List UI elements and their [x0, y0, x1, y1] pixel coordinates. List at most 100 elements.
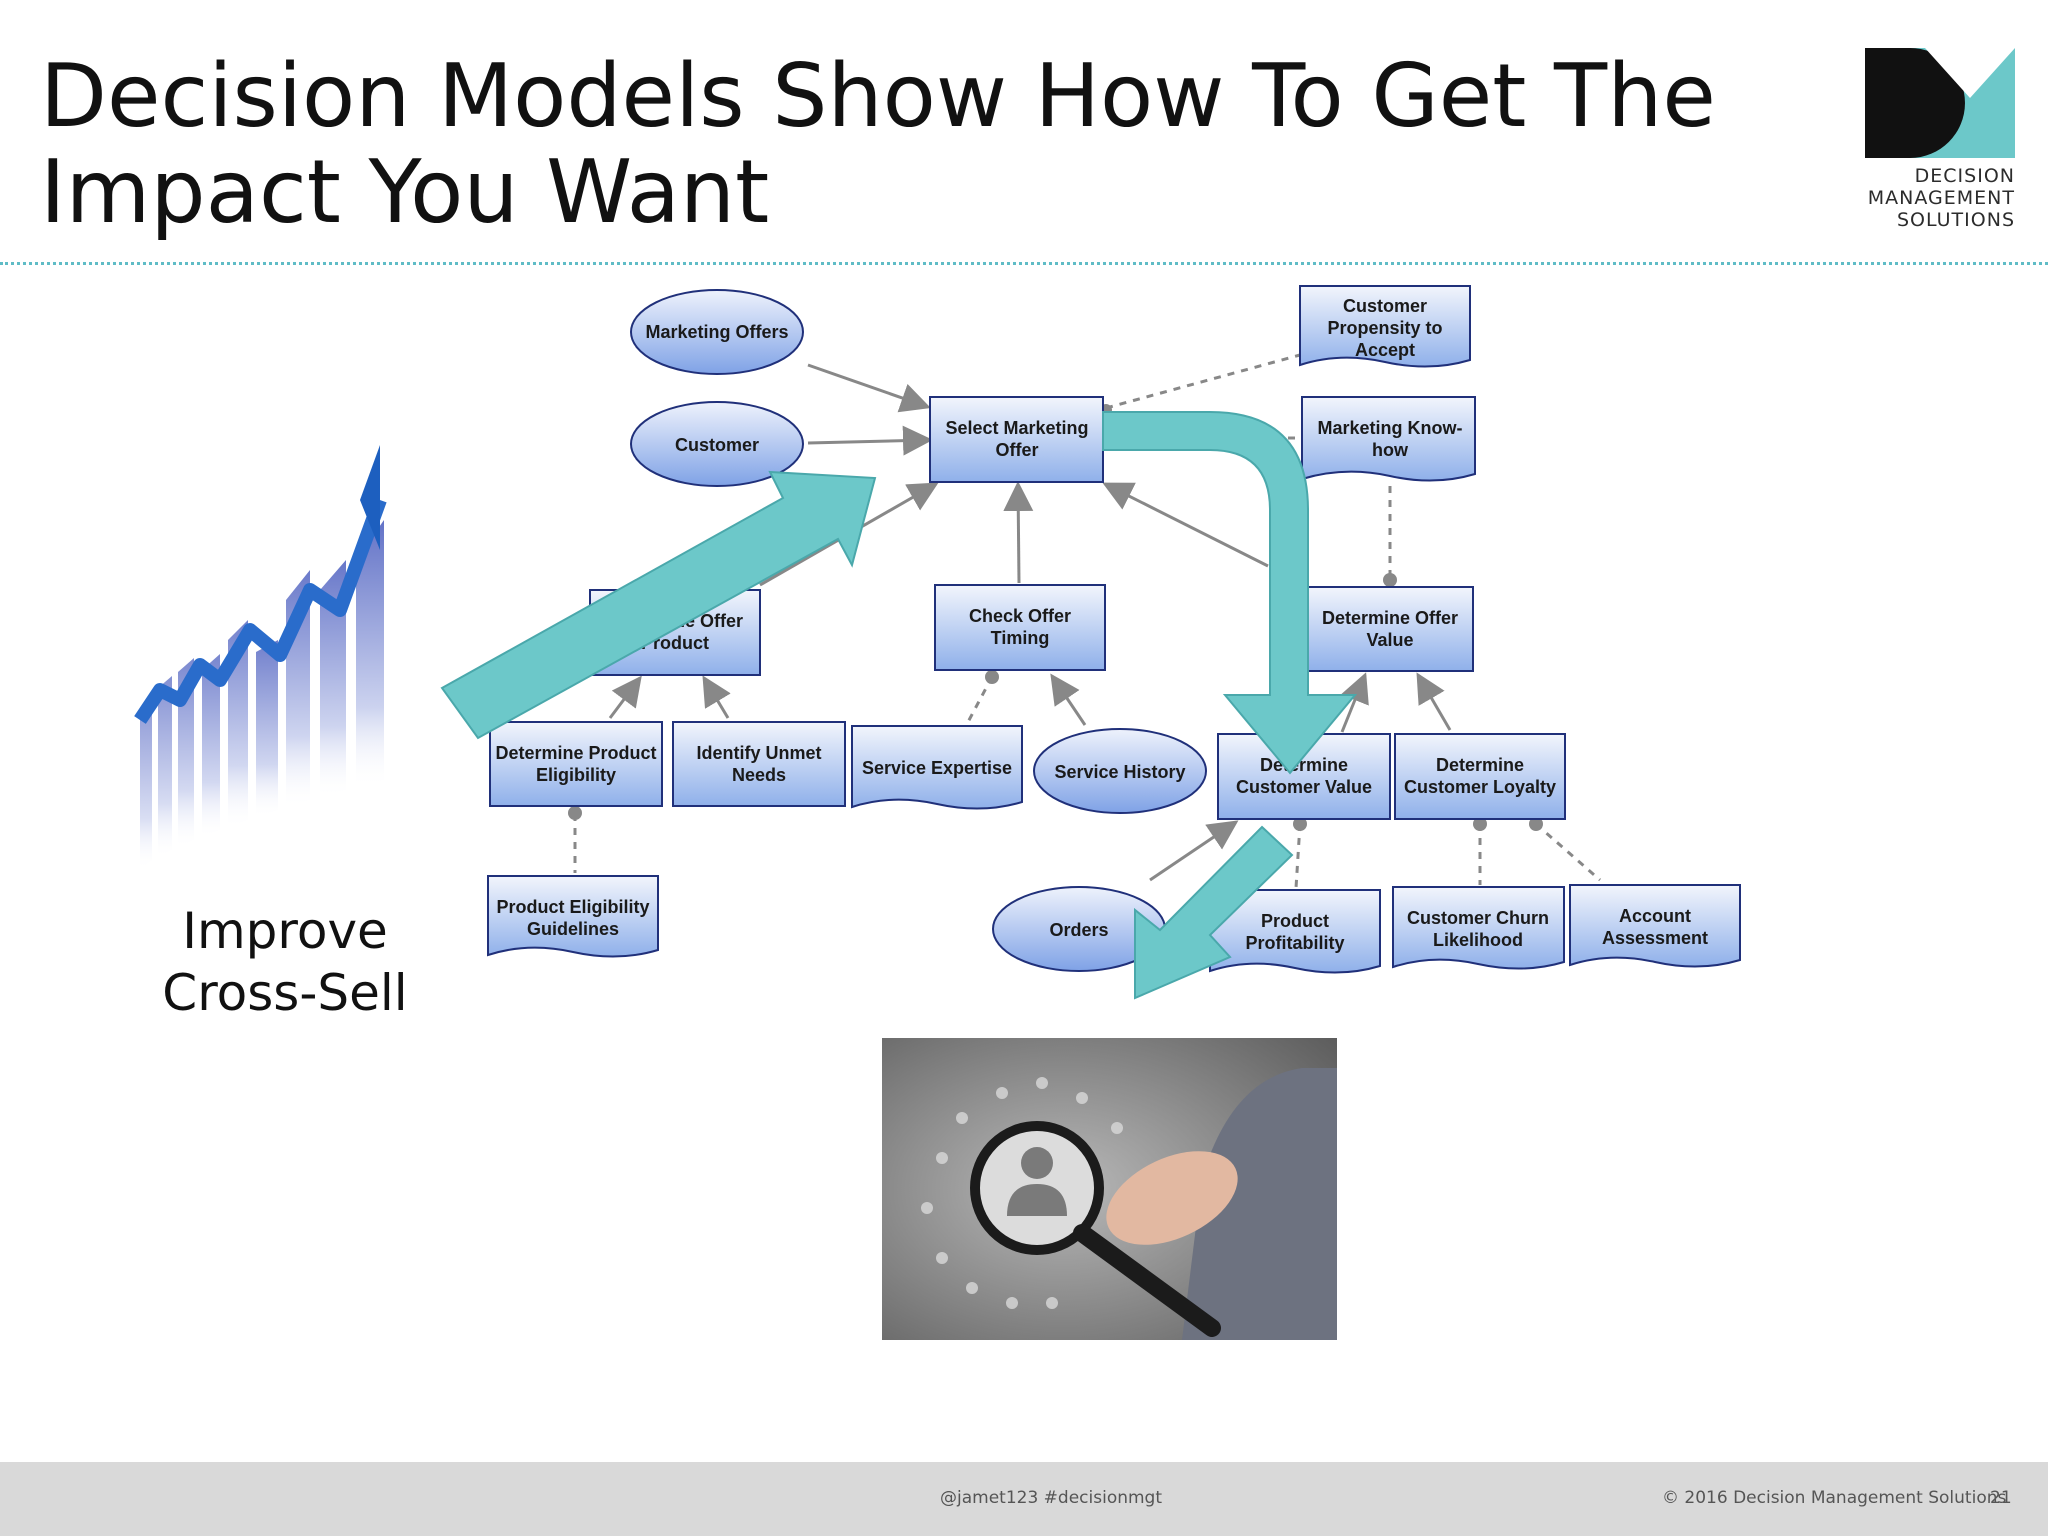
chart-arrowhead [360, 445, 380, 550]
node-label: Determine [1260, 755, 1348, 775]
connector [1003, 481, 1034, 584]
connector [1416, 672, 1452, 731]
node-label: Eligibility [536, 765, 616, 785]
node-label: Assessment [1602, 928, 1708, 948]
magnifier-people-photo [882, 1038, 1337, 1340]
node-label: Customer [1343, 296, 1427, 316]
company-logo [1865, 48, 2015, 158]
decision-model-diagram: Marketing Offers Customer Select Marketi… [440, 285, 1741, 1000]
node-customer: Customer [630, 401, 804, 487]
page-number: 21 [1990, 1488, 2012, 1508]
node-label: Select Marketing [945, 418, 1088, 438]
footer-copyright: © 2016 Decision Management Solutions [1662, 1488, 2007, 1508]
node-label: Determine Product [495, 743, 656, 763]
user-icon [1007, 1147, 1067, 1216]
svg-text:Marketing Know-how: Marketing Know-how [1317, 418, 1462, 460]
node-label: Account [1619, 906, 1691, 926]
node-label: Marketing Offers [645, 322, 788, 342]
node-service-expertise: Service Expertise [851, 725, 1023, 810]
node-label: Propensity to [1327, 318, 1442, 338]
node-label: Customer Value [1236, 777, 1372, 797]
caption-line-2: Cross-Sell [162, 964, 408, 1022]
connector [1294, 823, 1302, 889]
connector-dots [568, 404, 1543, 831]
node-label: Customer Churn [1407, 908, 1549, 928]
logo-line: MANAGEMENT [1867, 187, 2015, 209]
teal-arrow-up [440, 470, 877, 740]
logo-notch [1925, 48, 2015, 98]
svg-text:Marketing Offers: Marketing Offers [645, 322, 788, 342]
node-label: Identify Unmet [696, 743, 821, 763]
node-orders: Orders [992, 886, 1166, 972]
teal-flow-arrows [440, 411, 1358, 1000]
magnifier-handle [1073, 1224, 1221, 1337]
connector [1340, 672, 1369, 733]
connector [608, 675, 642, 719]
svg-text:Customer: Customer [675, 435, 759, 455]
node-marketing-offers: Marketing Offers [630, 289, 804, 375]
node-label: Likelihood [1433, 930, 1523, 950]
connector [1149, 820, 1239, 882]
connector [966, 676, 994, 723]
person-silhouette [1182, 1068, 1337, 1340]
chart-bars [140, 520, 384, 870]
node-label: Guidelines [527, 919, 619, 939]
node-label: Product Eligibility [496, 897, 649, 917]
svg-text:Orders: Orders [1049, 920, 1108, 940]
footer-handle: @jamet123 #decisionmgt [940, 1488, 1163, 1508]
logo-line: SOLUTIONS [1897, 209, 2015, 231]
teal-arrow-turn [1102, 411, 1358, 775]
node-label: how [1372, 440, 1409, 460]
logo-wordmark: DECISION MANAGEMENT SOLUTIONS [1840, 165, 2015, 231]
growth-chart-picture [134, 445, 387, 870]
connector [807, 363, 931, 413]
teal-arrow-down [1134, 825, 1294, 1000]
connector [702, 675, 731, 719]
logo-d-shape [1865, 48, 1965, 158]
node-label: Value [1366, 630, 1413, 650]
node-label: Marketing Know- [1317, 418, 1462, 438]
node-marketing-know-how: Marketing Know-how [1301, 396, 1476, 482]
node-label: Needs [732, 765, 786, 785]
svg-text:Service History: Service History [1054, 762, 1185, 782]
connector [807, 425, 933, 456]
node-label: Determine Offer [1322, 608, 1458, 628]
node-label: Offer [995, 440, 1038, 460]
title-divider [0, 262, 2048, 265]
footer-bar: @jamet123 #decisionmgt © 2016 Decision M… [0, 1462, 2048, 1536]
hand [1106, 1151, 1238, 1245]
connector [1535, 822, 1601, 882]
connector [1105, 353, 1301, 410]
node-label: Customer Loyalty [1404, 777, 1556, 797]
connector [1102, 482, 1269, 568]
connector [1050, 673, 1087, 726]
chart-trend-line [134, 497, 387, 724]
improve-cross-sell-caption: Improve Cross-Sell [110, 900, 460, 1024]
node-label: Profitability [1245, 933, 1344, 953]
node-label: Service History [1054, 762, 1185, 782]
svg-text:Service Expertise: Service Expertise [862, 758, 1012, 778]
node-label: Orders [1049, 920, 1108, 940]
node-service-history: Service History [1033, 728, 1207, 814]
node-label: Determine [1436, 755, 1524, 775]
caption-line-1: Improve [182, 902, 388, 960]
logo-line: DECISION [1914, 165, 2015, 187]
node-label: Product [1261, 911, 1329, 931]
